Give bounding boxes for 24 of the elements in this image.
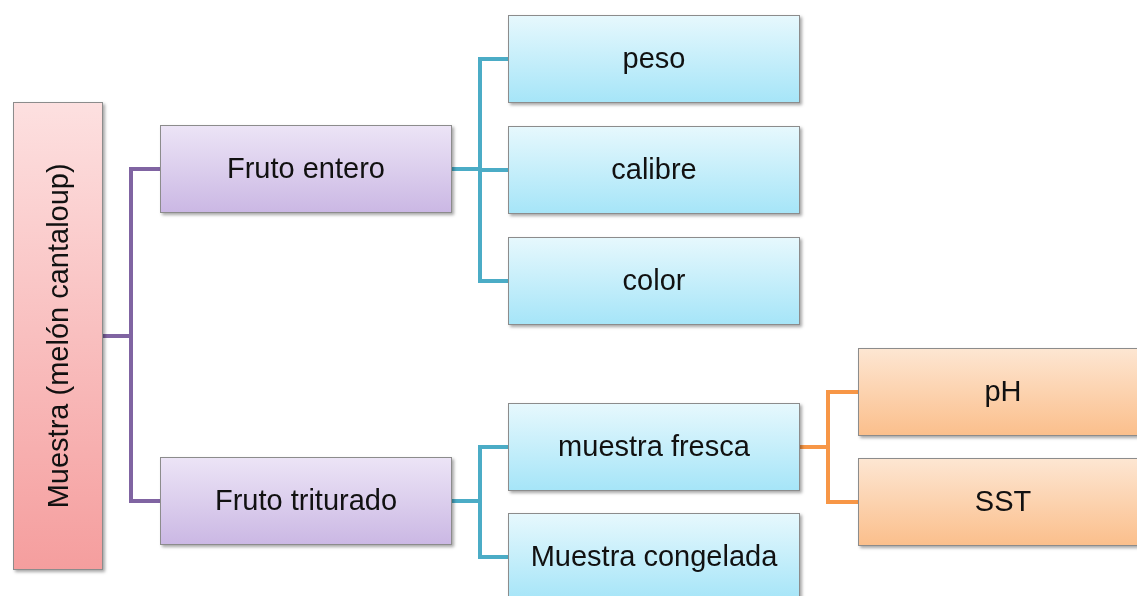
connector-line — [103, 334, 160, 503]
connector-line — [800, 445, 858, 504]
box — [508, 513, 800, 596]
box — [508, 126, 800, 214]
box — [160, 125, 452, 213]
node-label: calibre — [610, 152, 698, 188]
connector-line — [452, 167, 508, 283]
node-label: Fruto entero — [226, 151, 386, 187]
box — [858, 458, 1137, 546]
box — [858, 348, 1137, 436]
connector-line — [452, 499, 508, 559]
node-label: peso — [621, 41, 687, 77]
node-label: color — [621, 263, 687, 299]
node-label: muestra fresca — [557, 429, 751, 465]
box — [13, 102, 103, 570]
node-label: Muestra congelada — [529, 539, 779, 575]
node-label: Fruto triturado — [213, 483, 399, 519]
node-label: SST — [973, 484, 1033, 520]
node-label: pH — [983, 374, 1023, 410]
box — [508, 403, 800, 491]
box — [160, 457, 452, 545]
box — [508, 15, 800, 103]
node-label: Muestra (melón cantaloup) — [40, 162, 75, 511]
box — [508, 237, 800, 325]
